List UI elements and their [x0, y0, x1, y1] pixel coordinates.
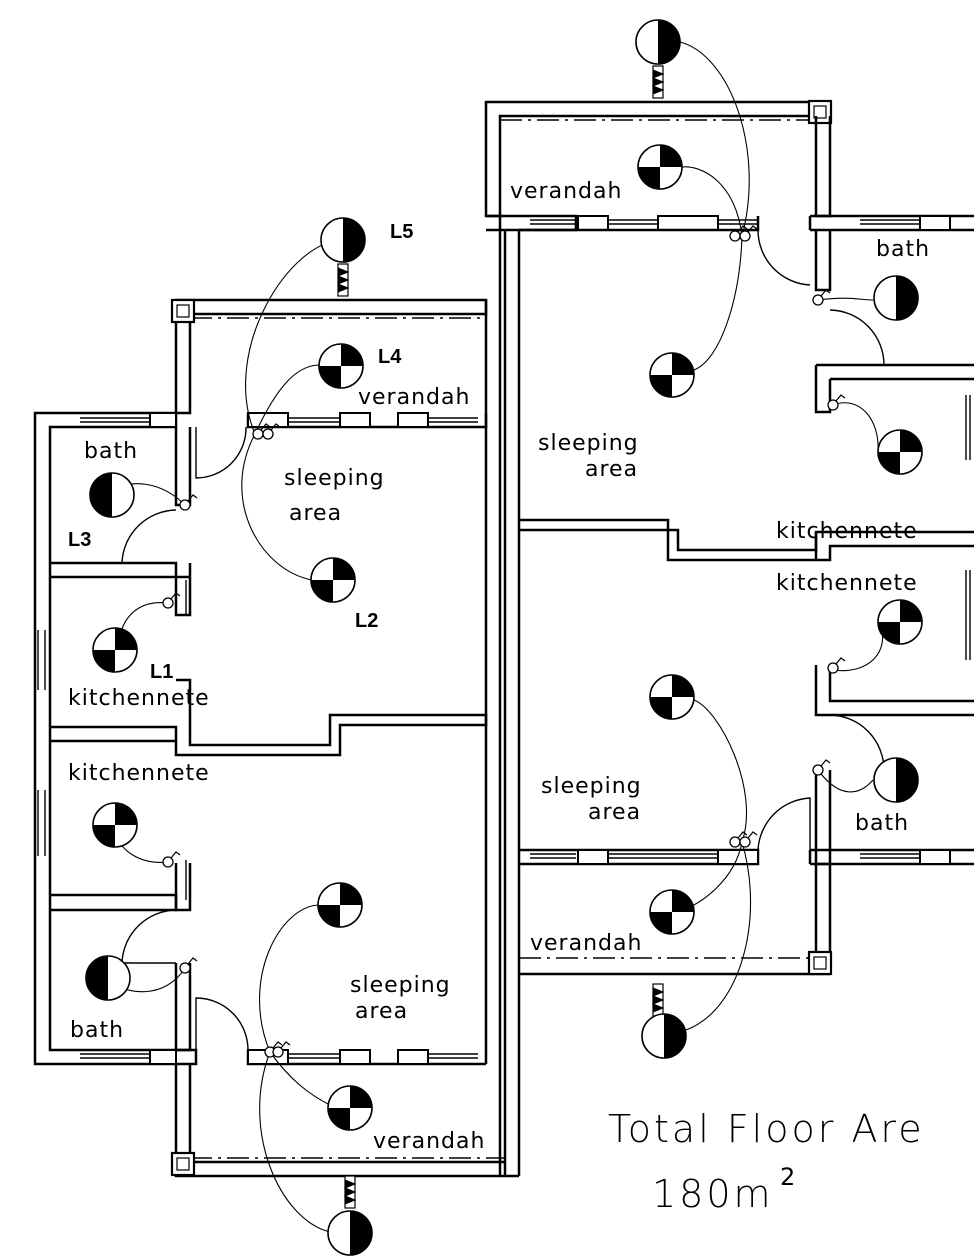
lamp-icon-l4	[318, 343, 364, 389]
room-label-verandah: verandah	[510, 179, 622, 204]
lamp-icon-l5	[320, 217, 366, 263]
lamp-icon-l2	[310, 557, 356, 603]
lamp-icon	[327, 1085, 373, 1131]
room-label-bath: bath	[855, 811, 909, 836]
room-label-area: area	[289, 501, 342, 526]
room-label-bath: bath	[84, 439, 138, 464]
lamp-icon	[317, 882, 363, 928]
tag-l3: L3	[68, 529, 91, 551]
meter-icon	[652, 65, 664, 99]
lamp-icon	[635, 19, 681, 65]
tag-l1: L1	[150, 661, 173, 683]
tag-l4: L4	[378, 346, 402, 368]
room-label-sleeping: sleeping	[541, 774, 642, 799]
lamp-icon	[641, 1013, 687, 1059]
lamp-icon	[637, 144, 683, 190]
total-area-superscript: 2	[780, 1163, 795, 1191]
room-label-sleeping: sleeping	[350, 973, 451, 998]
right-building	[484, 99, 974, 976]
meter-icon	[344, 1175, 356, 1209]
total-area: Total Floor Are 180m 2	[608, 1107, 925, 1216]
meter-icon	[652, 983, 664, 1017]
lamp-icon-l3	[89, 472, 135, 518]
total-area-label: Total Floor Are	[608, 1107, 925, 1151]
lamp-icon-l1	[92, 627, 138, 673]
meter-icon	[337, 263, 349, 297]
lamp-icon	[649, 352, 695, 398]
lamp-icon	[649, 889, 695, 935]
room-labels: bath sleeping area verandah kitchennete …	[68, 179, 930, 1154]
room-label-kitchennete: kitchennete	[68, 686, 210, 711]
room-label-bath: bath	[70, 1018, 124, 1043]
room-label-verandah: verandah	[373, 1129, 485, 1154]
room-label-area: area	[588, 800, 641, 825]
lamp-icon	[92, 802, 138, 848]
tag-l5: L5	[390, 221, 413, 243]
lamp-icon	[649, 674, 695, 720]
room-label-verandah: verandah	[358, 385, 470, 410]
room-label-verandah: verandah	[530, 931, 642, 956]
room-label-kitchennete: kitchennete	[68, 761, 210, 786]
wiring	[107, 41, 884, 1233]
lamp-icon	[873, 757, 919, 803]
lamp-icon	[877, 599, 923, 645]
room-label-sleeping: sleeping	[284, 466, 385, 491]
room-label-kitchennete: kitchennete	[776, 519, 918, 544]
room-label-area: area	[585, 457, 638, 482]
total-area-value: 180m	[652, 1172, 774, 1216]
lamp-tags: L1 L2 L3 L4 L5	[68, 221, 413, 683]
lamp-icon	[873, 275, 919, 321]
lamp-icon	[327, 1210, 373, 1256]
left-building	[33, 216, 521, 1178]
room-label-kitchennete: kitchennete	[776, 571, 918, 596]
lamp-icon	[877, 429, 923, 475]
tag-l2: L2	[355, 610, 378, 632]
room-label-bath: bath	[876, 237, 930, 262]
room-label-area: area	[355, 999, 408, 1024]
room-label-sleeping: sleeping	[538, 431, 639, 456]
lamp-icon	[85, 955, 131, 1001]
